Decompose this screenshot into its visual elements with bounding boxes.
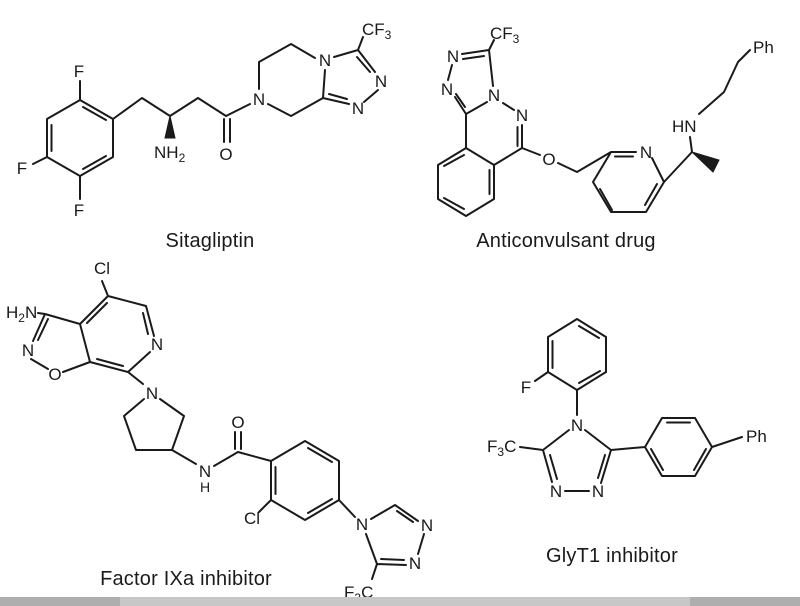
anticonvulsant-double-bonds <box>443 55 658 211</box>
structure-factor-ixa: Cl H2N N O N N N H O Cl N N N F3C Factor… <box>6 259 433 605</box>
anticonvulsant-bonds <box>437 39 751 217</box>
atom-label-fluorine: F <box>521 378 531 397</box>
atom-label-nitrogen: N <box>441 80 453 99</box>
atom-label-oxygen: O <box>219 145 232 164</box>
atom-label-trifluoromethyl: CF3 <box>490 24 520 46</box>
factor-ixa-bonds <box>30 280 425 580</box>
atom-label-fluorine: F <box>17 159 27 178</box>
atom-label-nitrogen: N <box>146 384 158 403</box>
structure-anticonvulsant: N N CF3 N N O N HN Ph Anticonvulsant dru… <box>437 24 774 252</box>
caption-factor-ixa: Factor IXa inhibitor <box>100 568 272 590</box>
atom-label-nitrogen: N <box>151 335 163 354</box>
atom-label-nitrogen: N <box>253 90 265 109</box>
caption-anticonvulsant: Anticonvulsant drug <box>476 230 655 252</box>
atom-label-nitrogen: N <box>488 86 500 105</box>
atom-label-nitrogen: N <box>447 47 459 66</box>
atom-label-phenyl: Ph <box>746 427 767 446</box>
atom-label-nitrogen: N <box>421 516 433 535</box>
atom-label-oxygen: O <box>48 365 61 384</box>
atom-label-nitrogen: N <box>375 72 387 91</box>
sitagliptin-bonds <box>32 36 379 200</box>
atom-label-chlorine: Cl <box>94 259 110 278</box>
glyt1-double-bonds <box>549 325 707 480</box>
stereo-wedge-bond <box>164 115 176 139</box>
atom-label-nitrogen: N <box>550 482 562 501</box>
caption-sitagliptin: Sitagliptin <box>166 230 255 252</box>
atom-label-nitrogen: N <box>199 462 211 481</box>
atom-label-oxygen: O <box>542 150 555 169</box>
stereo-wedge-bond <box>691 151 720 173</box>
caption-glyt1: GlyT1 inhibitor <box>546 545 678 567</box>
structure-sitagliptin: F F F NH2 O N N N N CF3 Sitagliptin <box>17 20 392 252</box>
atom-label-nitrogen: N <box>516 106 528 125</box>
sitagliptin-double-bonds <box>50 56 371 170</box>
atom-label-hn: HN <box>672 117 697 136</box>
atom-label-chlorine: Cl <box>244 509 260 528</box>
atom-label-phenyl: Ph <box>753 38 774 57</box>
atom-label-nitrogen: N <box>409 554 421 573</box>
atom-label-nitrogen: N <box>571 416 583 435</box>
bottom-edge-bar-segment <box>0 597 120 606</box>
atom-label-trifluoromethyl: CF3 <box>362 20 392 42</box>
atom-label-hydrogen: H <box>200 479 210 495</box>
atom-label-nitrogen: N <box>22 341 34 360</box>
atom-label-fluorine: F <box>74 201 84 220</box>
bottom-edge-bar <box>0 597 800 606</box>
glyt1-bonds <box>519 318 743 492</box>
atom-label-nitrogen: N <box>352 99 364 118</box>
structure-glyt1: F N N N F3C Ph GlyT1 inhibitor <box>487 318 767 567</box>
atom-label-amine-nh2: NH2 <box>154 143 186 165</box>
atom-label-nitrogen: N <box>319 51 331 70</box>
atom-label-nitrogen: N <box>592 482 604 501</box>
atom-label-nitrogen: N <box>356 515 368 534</box>
bottom-edge-bar-segment <box>690 597 800 606</box>
atom-label-oxygen: O <box>231 413 244 432</box>
atom-label-amine-h2n: H2N <box>6 303 37 325</box>
atom-label-fluorine: F <box>74 62 84 81</box>
atom-label-nitrogen: N <box>640 143 652 162</box>
factor-ixa-double-bonds <box>37 302 414 561</box>
atom-label-trifluoromethyl: F3C <box>487 437 516 459</box>
bottom-edge-bar-base <box>0 597 800 606</box>
